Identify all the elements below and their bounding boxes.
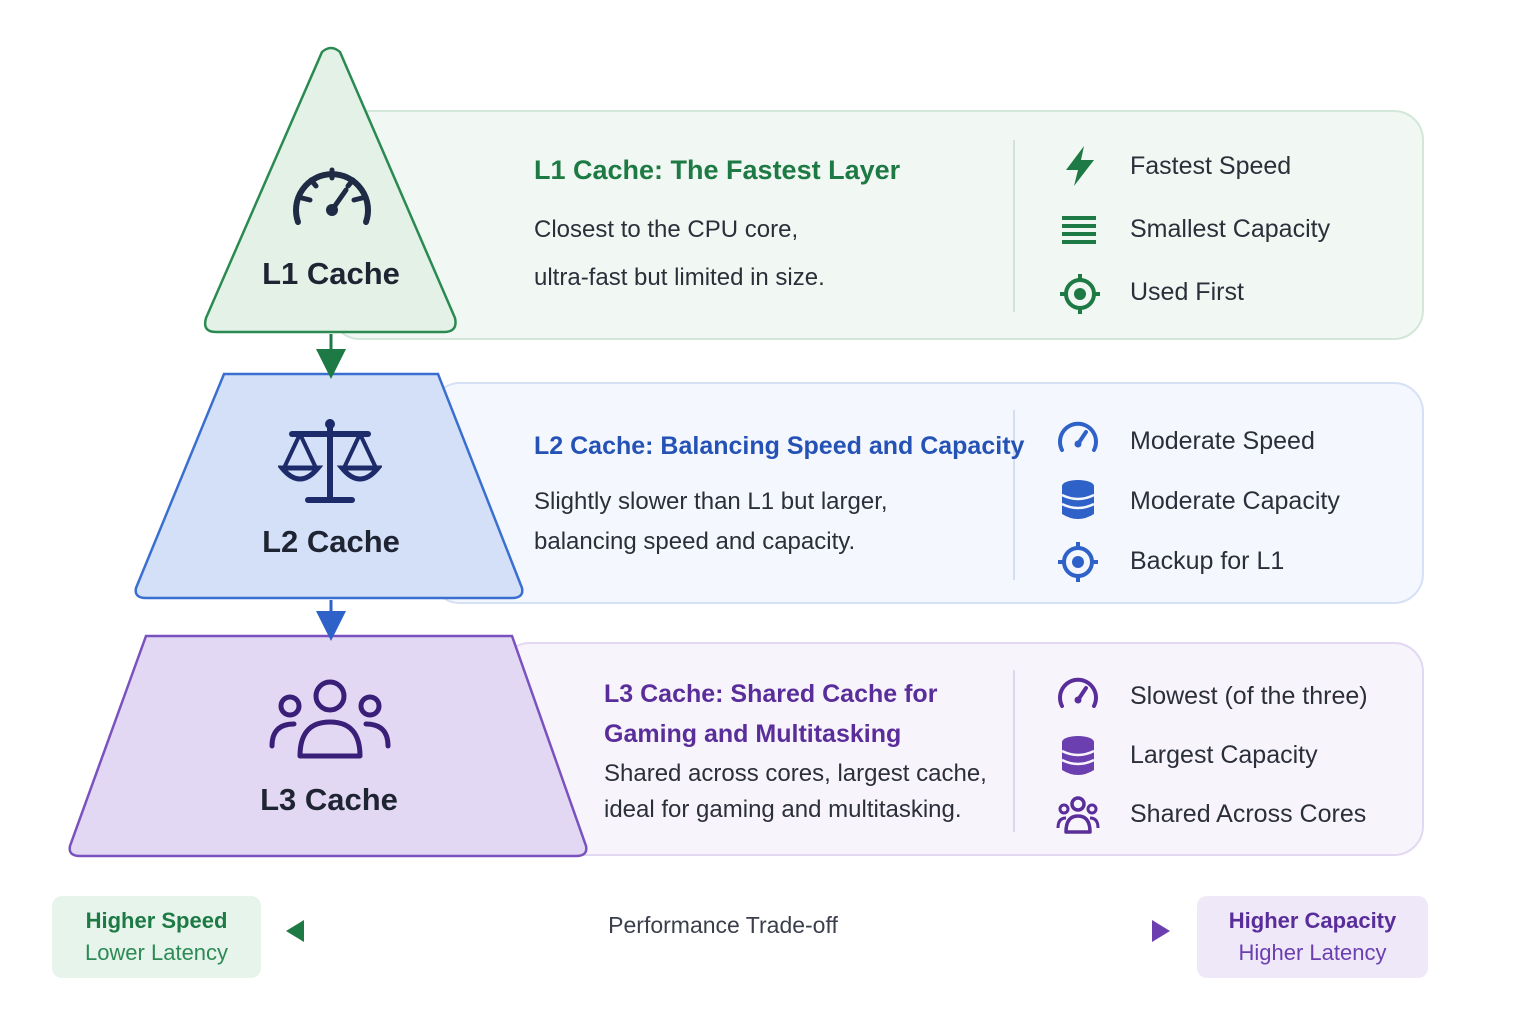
speed-arrow-head <box>286 920 304 942</box>
l2-feature-3: Backup for L1 <box>1130 547 1285 575</box>
l3-description-line-1: Shared across cores, largest cache, <box>604 760 987 787</box>
l3-feature-3: Shared Across Cores <box>1130 800 1367 828</box>
l1-triangle <box>203 46 457 334</box>
tradeoff-label: Performance Trade-off <box>608 912 838 938</box>
l3-title-line-1: L3 Cache: Shared Cache for <box>604 680 938 708</box>
target-icon <box>1060 274 1100 314</box>
lower-latency-label: Lower Latency <box>84 940 229 965</box>
l1-description-line-1: Closest to the CPU core, <box>534 216 799 243</box>
l1-info-card <box>330 110 1424 340</box>
l2-description-line-1: Slightly slower than L1 but larger, <box>534 488 888 515</box>
l3-feature-2: Largest Capacity <box>1130 741 1318 769</box>
l1-feature-2: Smallest Capacity <box>1130 215 1331 243</box>
higher-speed-label: Higher Speed <box>85 908 228 933</box>
l3-description-line-2: ideal for gaming and multitasking. <box>604 796 962 823</box>
speedometer-icon <box>1058 421 1098 452</box>
l1-feature-3: Used First <box>1130 278 1244 306</box>
l3-title-line-2: Gaming and Multitasking <box>604 720 902 748</box>
balance-scale-icon <box>278 419 382 503</box>
speedometer-icon <box>293 167 371 225</box>
l2-title: L2 Cache: Balancing Speed and Capacity <box>534 432 1025 460</box>
people-group-icon <box>1056 796 1100 834</box>
l3-trapezoid <box>68 634 588 858</box>
lightning-bolt-icon <box>1066 146 1094 186</box>
higher-capacity-label: Higher Capacity <box>1228 908 1397 933</box>
stacked-lines-icon <box>1062 216 1096 244</box>
l1-description-line-2: ultra-fast but limited in size. <box>534 264 825 291</box>
higher-latency-label: Higher Latency <box>1238 940 1387 965</box>
higher-speed-badge: Higher Speed Lower Latency <box>52 896 261 978</box>
l3-shape-label: L3 Cache <box>260 782 398 817</box>
l2-description-line-2: balancing speed and capacity. <box>534 528 856 555</box>
l1-title: L1 Cache: The Fastest Layer <box>534 155 901 185</box>
l2-feature-2: Moderate Capacity <box>1130 487 1340 515</box>
l2-feature-1: Moderate Speed <box>1130 427 1315 455</box>
speedometer-icon <box>1058 677 1098 708</box>
database-icon <box>1061 736 1095 775</box>
l2-info-card <box>430 382 1424 604</box>
target-icon <box>1058 542 1098 582</box>
people-group-icon <box>269 679 391 759</box>
higher-capacity-badge: Higher Capacity Higher Latency <box>1197 896 1428 978</box>
l2-shape-label: L2 Cache <box>262 524 400 559</box>
l1-shape-label: L1 Cache <box>262 256 400 291</box>
l3-feature-1: Slowest (of the three) <box>1130 682 1368 710</box>
capacity-arrow-head <box>1152 920 1170 942</box>
l1-feature-1: Fastest Speed <box>1130 152 1292 180</box>
database-icon <box>1061 480 1095 519</box>
l3-info-card <box>500 642 1424 856</box>
